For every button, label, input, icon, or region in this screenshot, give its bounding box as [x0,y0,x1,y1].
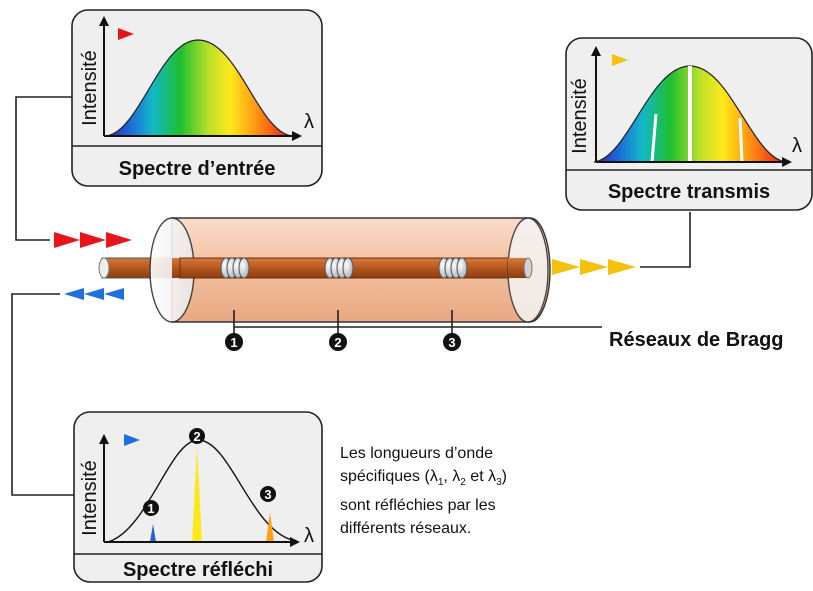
yellow-arrow-icon [612,54,628,66]
grating-marker-3: 3 [443,333,461,351]
input-spectrum-curve [105,39,293,137]
note-line-3: sont réfléchies par les [340,497,496,515]
svg-text:2: 2 [193,429,200,444]
output-connector-line [640,212,691,268]
notch-3 [738,117,744,163]
optical-fiber [98,217,551,323]
peak-marker-3: 3 [260,486,276,502]
reflected-connector-line [11,293,74,496]
blue-arrow-icon [124,434,140,446]
input-xlabel: λ [304,111,314,133]
reflection-note: Les longueurs d’onde spécifiques (λ1, λ2… [340,442,590,540]
reflected-peak-3 [266,512,274,542]
svg-text:1: 1 [147,501,154,516]
note-line-1: Les longueurs d’onde [340,445,494,462]
svg-text:1: 1 [230,335,237,350]
note-line-2: spécifiques (λ1, λ2 et λ3) [340,468,507,489]
bragg-grating-3 [438,257,468,279]
transmitted-xlabel: λ [792,135,802,157]
grating-leader-lines [233,310,602,334]
bragg-grating-2 [324,257,354,279]
bragg-gratings-label: Réseaux de Bragg [609,329,784,351]
fiber-core-end [98,257,110,279]
reflected-spectrum-panel: Intensité λ Spectre réfléchi 1 2 3 [73,411,323,583]
transmitted-panel-title: Spectre transmis [608,181,770,203]
input-ylabel: Intensité [79,50,101,126]
notch-1 [650,113,658,163]
transmitted-spectrum-panel: Intensité λ Spectre transmis [565,37,813,211]
transmitted-ylabel: Intensité [569,78,591,154]
y-axis-arrowhead [99,16,109,26]
reflected-peak-2 [192,446,202,542]
peak-marker-2: 2 [189,428,205,444]
x-axis-arrowhead [290,537,300,547]
input-spectrum-panel: Intensité λ Spectre d’entrée [71,9,323,187]
red-arrow-icon [118,28,134,40]
bragg-grating-1 [220,257,250,279]
reflected-panel-title: Spectre réfléchi [123,559,273,581]
note-line-4: différents réseaux. [340,520,472,538]
input-light-arrows [54,232,132,248]
svg-text:2: 2 [334,335,341,350]
grating-marker-1: 1 [225,333,243,351]
y-axis-arrowhead [99,434,109,444]
input-panel-title: Spectre d’entrée [119,158,276,180]
reflected-light-arrows [64,288,124,300]
grating-marker-2: 2 [329,333,347,351]
reflected-xlabel: λ [304,525,314,547]
svg-text:3: 3 [264,487,271,502]
input-connector-line [15,96,72,241]
x-axis-arrowhead [782,157,792,167]
output-light-arrows [552,259,636,275]
svg-text:3: 3 [448,335,455,350]
y-axis-arrowhead [591,46,601,56]
reflected-peak-1 [150,524,156,542]
reflected-ylabel: Intensité [79,460,101,536]
x-axis-arrowhead [292,131,302,141]
peak-marker-1: 1 [143,500,159,516]
